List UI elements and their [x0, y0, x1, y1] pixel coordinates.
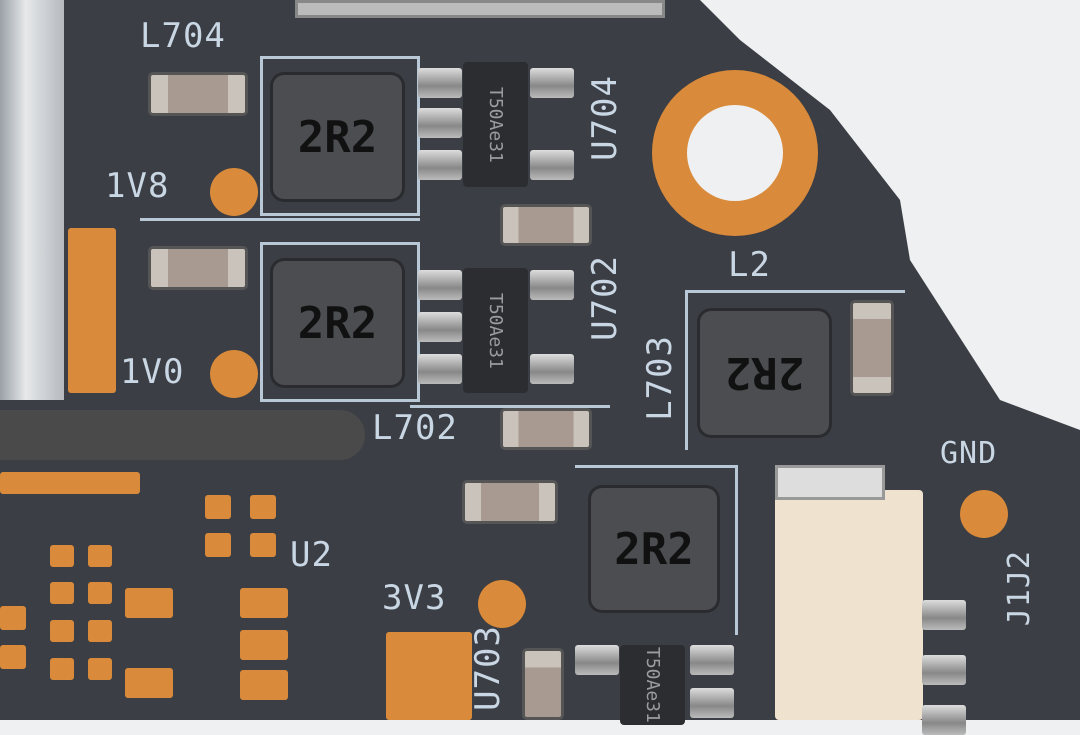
top-component: [295, 0, 665, 18]
capacitor: [850, 300, 894, 396]
label-u702: U702: [585, 255, 625, 341]
ic-u704: T50Ae31: [463, 62, 528, 187]
label-3v3: 3V3: [382, 578, 447, 618]
testpoint-1v0: [210, 350, 258, 398]
label-l704: L704: [140, 16, 226, 56]
testpoint-3v3: [478, 580, 526, 628]
label-1v8: 1V8: [105, 166, 170, 206]
capacitor: [462, 480, 558, 524]
label-1v0: 1V0: [120, 352, 185, 392]
ic-u702: T50Ae31: [463, 268, 528, 393]
heatsink: [0, 0, 64, 400]
mounting-hole: [652, 70, 818, 236]
connector-latch: [775, 465, 885, 500]
capacitor: [500, 408, 592, 450]
testpoint-1v8: [210, 168, 258, 216]
capacitor: [522, 648, 564, 720]
label-l2: L2: [728, 245, 771, 285]
label-j1j2: J1J2: [1002, 550, 1037, 627]
label-u703: U703: [468, 625, 508, 711]
copper-pad: [386, 632, 472, 720]
ic-marking: T50Ae31: [485, 86, 506, 163]
ic-marking: T50Ae31: [642, 647, 663, 723]
copper-strip: [0, 472, 140, 494]
label-u2: U2: [290, 535, 333, 575]
label-l703: L703: [640, 335, 680, 421]
ic-marking: T50Ae31: [485, 292, 506, 369]
copper-strip: [68, 228, 116, 393]
testpoint-gnd: [960, 490, 1008, 538]
label-u704: U704: [585, 75, 625, 161]
connector-housing: [775, 490, 923, 720]
inductor-l702: 2R2: [270, 258, 405, 388]
capacitor: [148, 72, 248, 116]
capacitor: [148, 246, 248, 290]
label-gnd: GND: [940, 436, 998, 471]
inductor-l2: 2R2: [588, 485, 720, 613]
label-l702: L702: [372, 408, 458, 448]
shadow-band: [0, 410, 365, 460]
ic-u703: T50Ae31: [620, 645, 685, 725]
capacitor: [500, 204, 592, 246]
inductor-l704: 2R2: [270, 72, 405, 202]
inductor-l703: 2R2: [697, 308, 832, 438]
